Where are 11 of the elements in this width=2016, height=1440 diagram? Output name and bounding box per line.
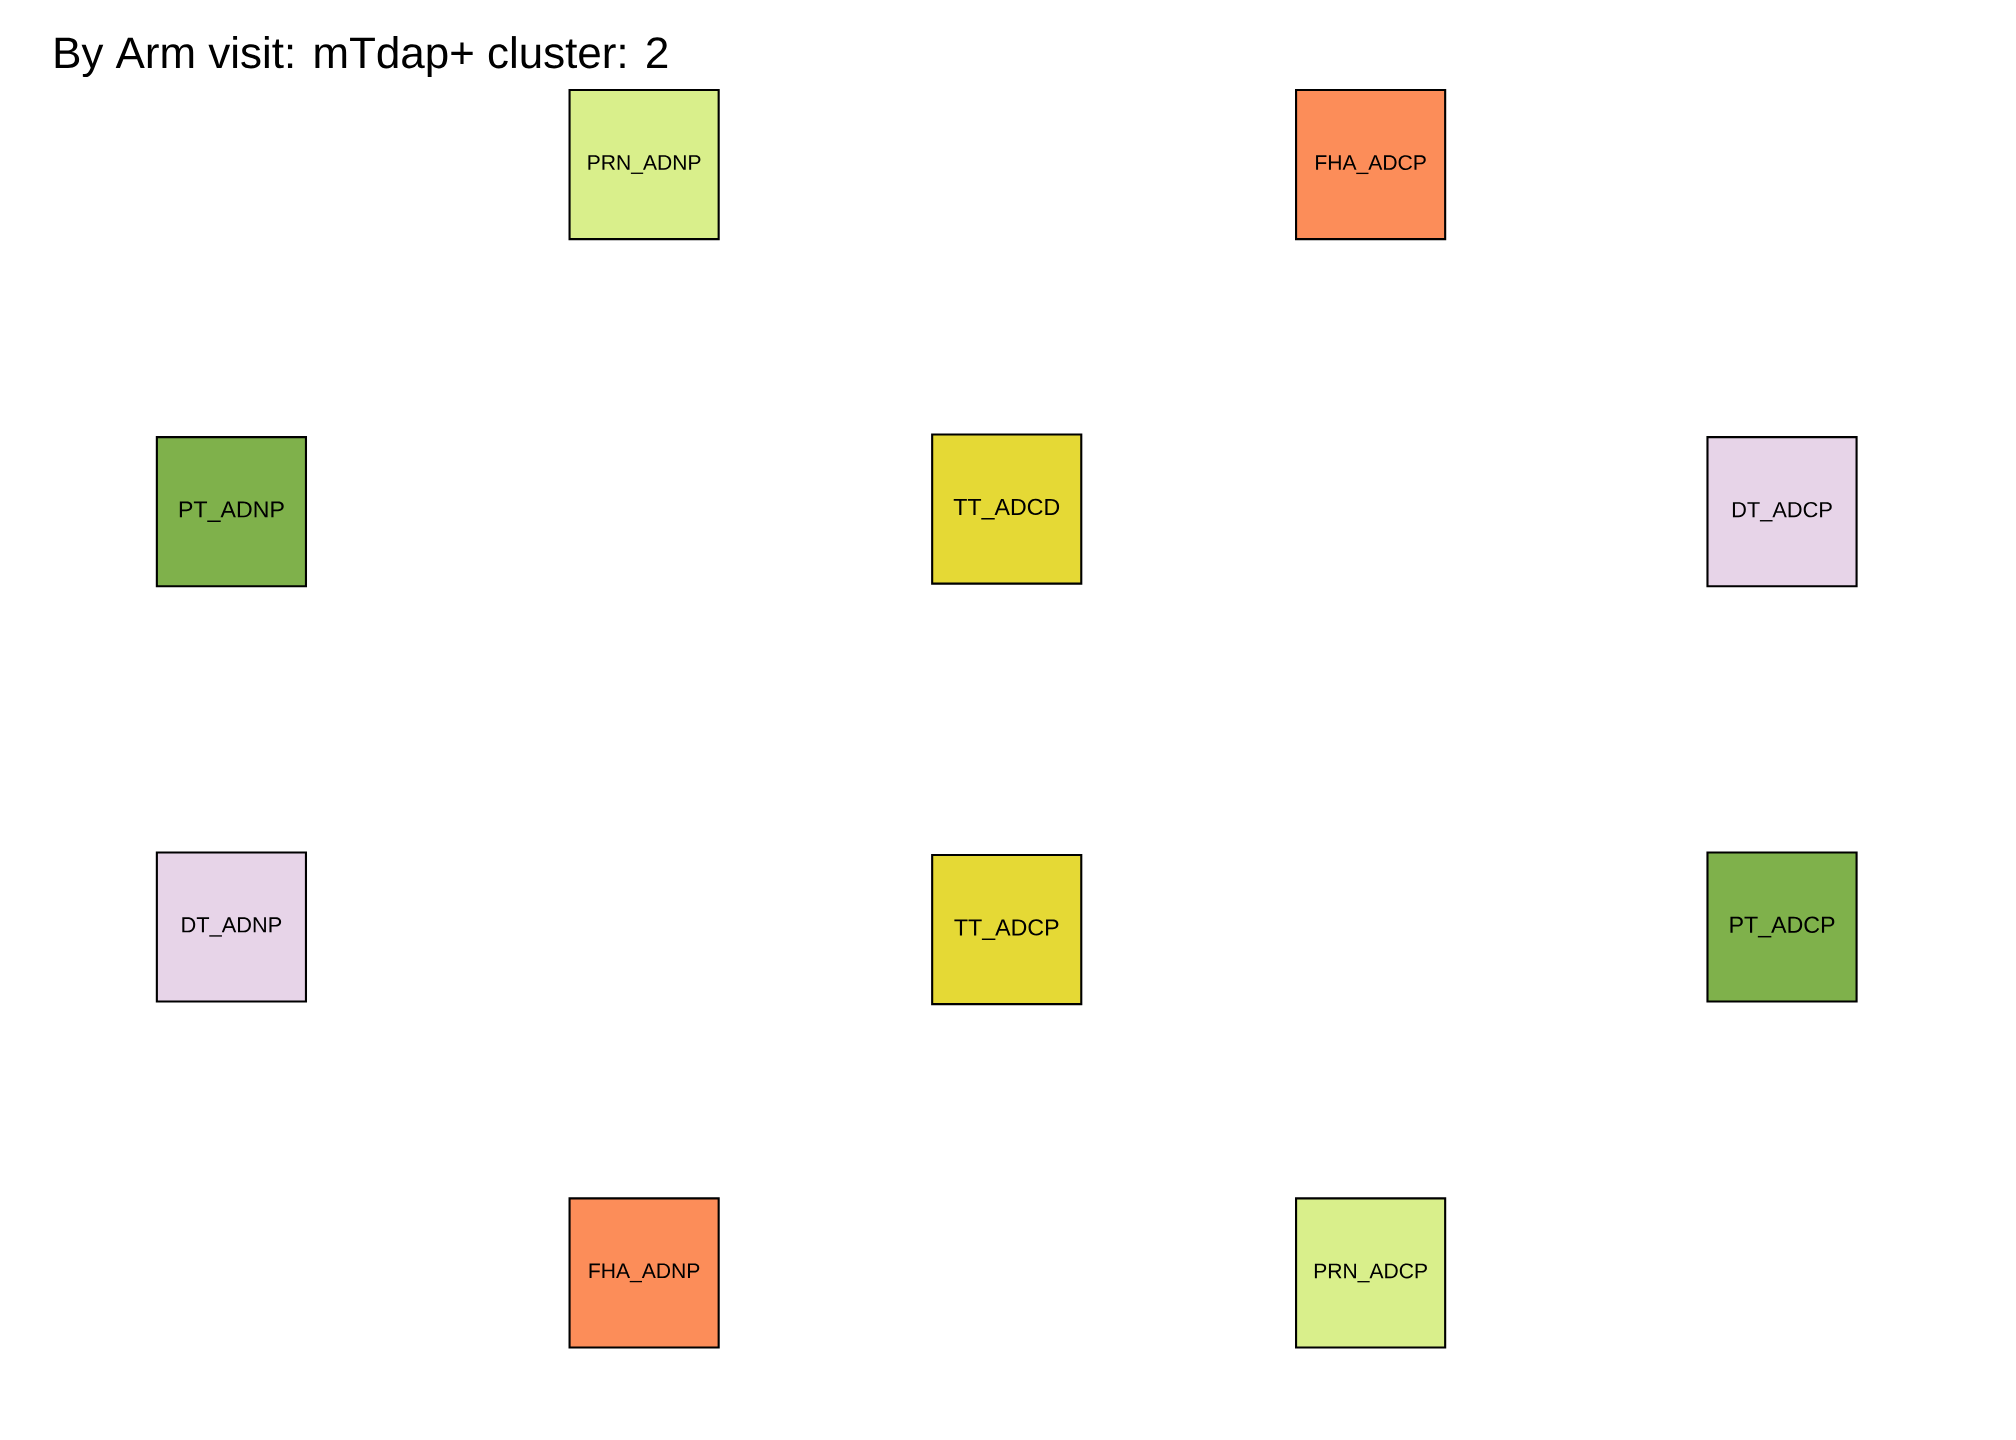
node-box: PT_ADCP: [1706, 851, 1858, 1003]
node-box: PRN_ADNP: [568, 89, 720, 241]
node-box: PT_ADNP: [155, 436, 307, 588]
node-box: DT_ADNP: [155, 851, 307, 1003]
node-box: TT_ADCP: [931, 854, 1083, 1006]
title: By Arm visit: mTdap+ cluster: 2: [55, 36, 668, 78]
node-box: FHA_ADNP: [568, 1197, 720, 1349]
node-box: DT_ADCP: [1706, 436, 1858, 588]
node-box: PRN_ADCP: [1295, 1197, 1447, 1349]
node-box: FHA_ADCP: [1295, 89, 1447, 241]
node-box: TT_ADCD: [931, 433, 1083, 585]
